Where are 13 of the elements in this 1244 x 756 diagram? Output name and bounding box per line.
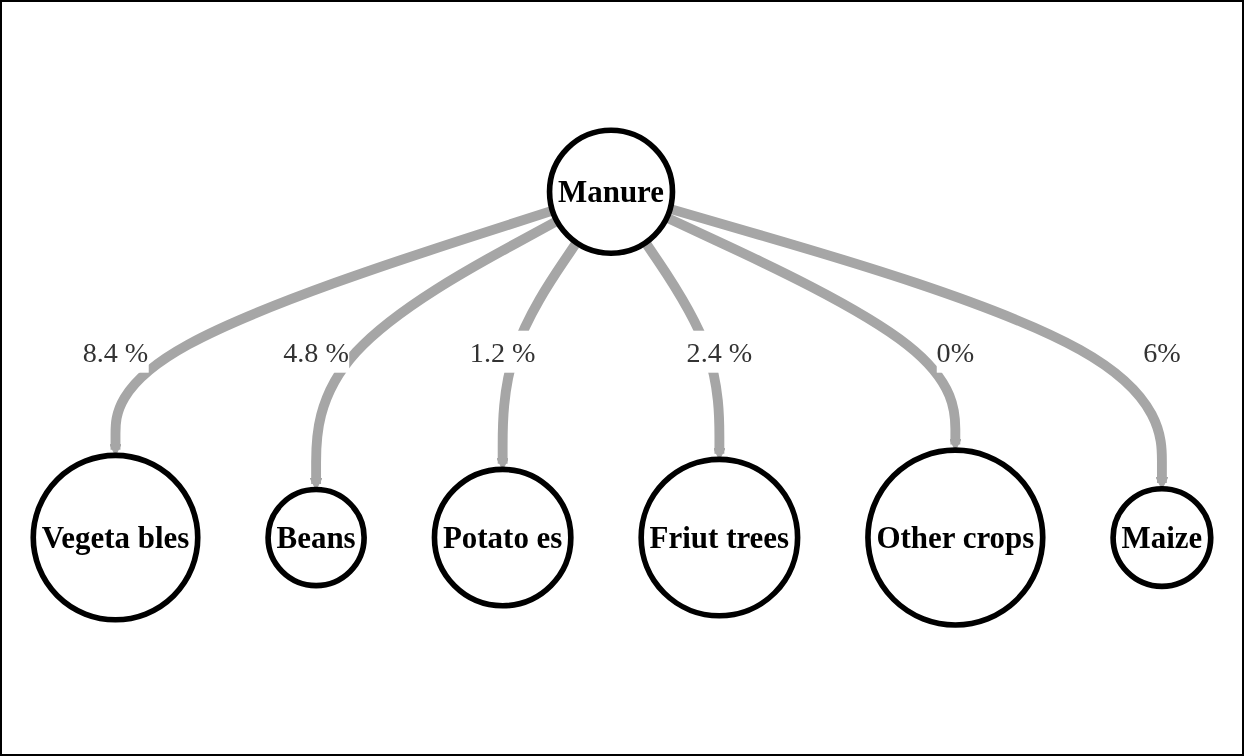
node-circle: Potato es <box>431 466 574 609</box>
edge-label: 2.4 % <box>686 336 753 368</box>
node-circle: Vegeta bles <box>30 452 201 623</box>
node-circle: Friut trees <box>638 456 801 619</box>
node-circle: Manure <box>546 127 676 257</box>
edge-label: 4.8 % <box>283 336 349 368</box>
edge-label: 0% <box>936 336 975 368</box>
edge-label: 1.2 % <box>469 336 536 368</box>
node-circle: Maize <box>1110 486 1214 590</box>
node-circle: Beans <box>265 487 367 589</box>
edge-label: 6% <box>1143 336 1181 368</box>
edge-label: 8.4 % <box>82 336 149 368</box>
node-circle: Other crops <box>865 447 1046 629</box>
